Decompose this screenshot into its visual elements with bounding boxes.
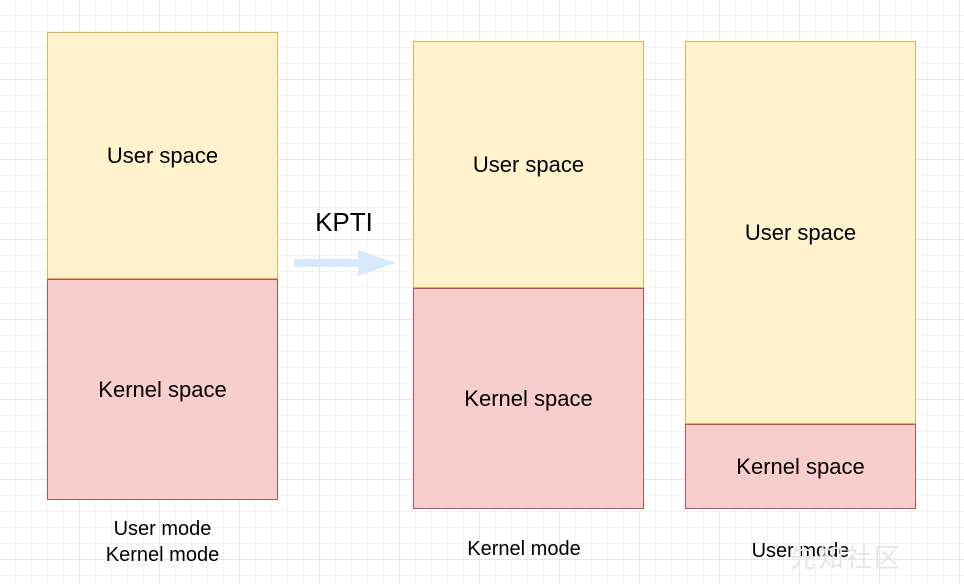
caption-line: User mode (751, 540, 850, 562)
user-space-block-original: User space (47, 32, 278, 279)
caption-line: Kernel mode (467, 538, 581, 560)
kernel-space-block-user-mode: Kernel space (685, 424, 916, 509)
caption-user-mode: User mode (685, 538, 916, 564)
kernel-space-label: Kernel space (98, 376, 227, 402)
user-space-label: User space (744, 219, 857, 245)
kernel-space-block-kernel-mode: Kernel space (413, 288, 644, 509)
caption-line: Kernel mode (105, 544, 220, 566)
caption-original: User mode Kernel mode (47, 516, 278, 568)
watermark: 先知社区 (790, 543, 903, 573)
kpti-label: KPTI (315, 207, 373, 237)
user-space-block-user-mode: User space (685, 41, 916, 424)
caption-kernel-mode: Kernel mode (413, 536, 635, 562)
kernel-space-label: Kernel space (464, 385, 593, 411)
kernel-space-label: Kernel space (736, 453, 865, 479)
right-arrow-icon (294, 250, 396, 276)
user-space-block-kernel-mode: User space (413, 41, 644, 288)
kernel-space-block-original: Kernel space (47, 279, 278, 500)
user-space-label: User space (472, 151, 585, 177)
user-space-label: User space (106, 142, 219, 168)
caption-line: User mode (113, 518, 212, 540)
